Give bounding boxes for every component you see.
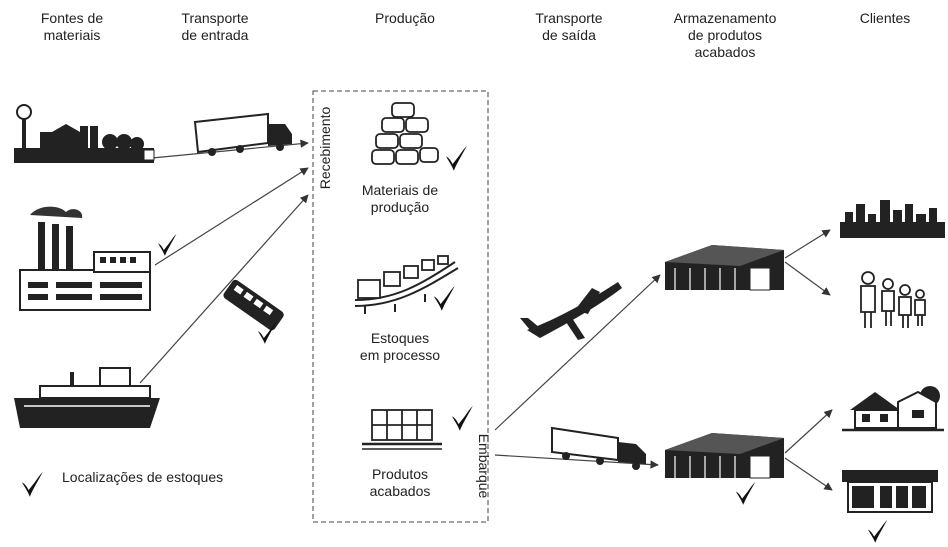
- sacks-icon: [371, 102, 439, 165]
- header-transporte-saida: Transporte de saída: [535, 10, 603, 43]
- family-icon: [860, 271, 926, 328]
- factory-icon: [19, 206, 151, 311]
- ship-icon: [14, 367, 160, 428]
- arrow-warehouse-city: [784, 229, 831, 259]
- header-clientes: Clientes: [859, 10, 911, 26]
- label-recebimento: Recebimento: [317, 106, 333, 190]
- truck-icon-outbound: [551, 426, 646, 470]
- conveyor-icon: [354, 255, 459, 314]
- house-icon: [842, 386, 944, 432]
- arrow-production-warehouse-top: [494, 274, 661, 431]
- truck-icon: [193, 112, 292, 156]
- label-produtos: Produtos acabados: [369, 466, 431, 499]
- label-materiais: Materiais de produção: [361, 182, 439, 215]
- arrow-warehouse-house: [784, 409, 833, 454]
- label-estoques: Estoques em processo: [359, 330, 441, 363]
- arrow-production-warehouse-bottom: [494, 454, 659, 469]
- city-icon: [840, 200, 945, 238]
- arrow-warehouse-store: [784, 457, 833, 491]
- header-armazenamento: Armazenamento de produtos acabados: [673, 10, 777, 60]
- label-embarque: Embarque: [476, 433, 492, 499]
- production-box: [312, 90, 489, 523]
- airplane-icon: [520, 282, 622, 340]
- header-fontes: Fontes de materiais: [40, 10, 104, 43]
- warehouse-icon-top: [665, 245, 784, 291]
- header-transporte-entrada: Transporte de entrada: [181, 10, 249, 43]
- store-icon: [842, 470, 938, 513]
- check-icon-produtos: [452, 406, 473, 431]
- train-icon: [223, 279, 284, 331]
- arrow-ship-production: [139, 194, 309, 384]
- warehouse-icon-bottom: [665, 433, 784, 479]
- header-producao: Produção: [375, 10, 435, 26]
- farm-icon: [14, 104, 155, 163]
- check-icon-warehouse: [736, 482, 756, 505]
- check-icon-materiais: [446, 146, 467, 171]
- pallet-icon: [362, 409, 442, 450]
- check-icon-store: [868, 520, 888, 543]
- legend-label: Localizações de estoques: [62, 469, 224, 485]
- check-icon-legend: [22, 472, 43, 497]
- arrow-factory-production: [154, 167, 309, 266]
- check-icon-estoques: [434, 286, 455, 311]
- arrow-warehouse-family: [784, 261, 831, 296]
